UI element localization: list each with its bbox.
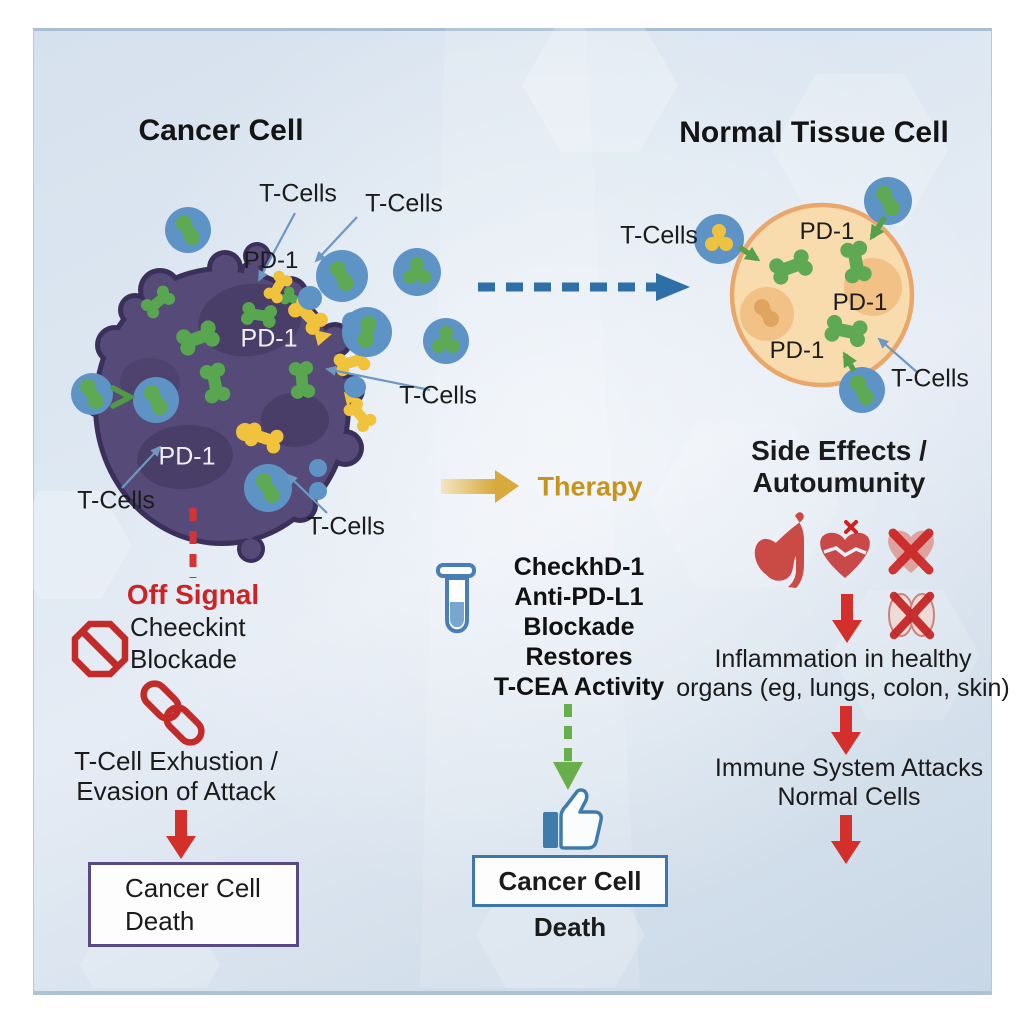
t-cells-label: T-Cells: [77, 486, 155, 515]
test-tube-icon: [436, 563, 476, 634]
crossed-brain-icon: [888, 591, 935, 640]
cancer-cell-death-box-center: Cancer Cell Death: [472, 855, 668, 942]
t-cells-label: T-Cells: [259, 179, 337, 208]
off-signal-label: Off Signal: [126, 578, 260, 610]
inflammation-label: Inflammation in healthy organs (eg, lung…: [676, 645, 1010, 702]
pd1-label: PD-1: [158, 442, 216, 471]
attack-arrow-icon: [737, 215, 888, 373]
t-cell-icons-right: [694, 177, 912, 413]
attack-arrow-icon: [110, 385, 136, 409]
annotation-arrow: [121, 212, 919, 514]
normal-tissue-cell-title: Normal Tissue Cell: [679, 115, 949, 149]
broken-heart-icon: [820, 520, 870, 578]
t-cells-label: T-Cells: [365, 189, 443, 218]
thumbs-up-icon: [543, 788, 603, 850]
pd1-label: PD-1: [240, 324, 298, 353]
pd1-label: PD-1: [799, 218, 855, 246]
normal-tissue-cell-illustration: [694, 177, 915, 413]
t-cell-icons-left: [71, 207, 469, 512]
side-effects-label: Side Effects / Autoumunity: [751, 435, 927, 498]
cancer-cell-death-box-left: Cancer Cell Death: [88, 862, 299, 947]
pd1-label: PD-1: [769, 337, 825, 365]
prohibition-icon: [71, 620, 129, 678]
immune-attack-label: Immune System Attacks Normal Cells: [714, 754, 984, 811]
pd1-label: PD-1: [243, 247, 299, 275]
t-cells-label: T-Cells: [620, 221, 698, 250]
cancer-cell-title: Cancer Cell: [138, 113, 304, 147]
chain-link-icon: [140, 680, 205, 746]
transition-dashed-arrow-icon: [478, 273, 690, 301]
checkpoint-blockade-label: Cheeckint Blockade: [130, 612, 246, 674]
t-cell-exhaustion-label: T-Cell Exhustion / Evasion of Attack: [74, 746, 278, 806]
t-cells-label: T-Cells: [307, 512, 385, 541]
therapy-arrow-icon: [441, 470, 519, 503]
crossed-heart-icon: [888, 528, 934, 575]
t-cells-label: T-Cells: [891, 364, 969, 393]
t-cells-label: T-Cells: [399, 381, 477, 410]
pd1-label: PD-1: [832, 289, 888, 317]
restored-activity-arrow-icon: [553, 704, 583, 790]
pd-l1-ligand-icon: [236, 268, 379, 456]
therapy-description: CheckhD-1 Anti-PD-L1 Blockade Restores T…: [493, 553, 665, 701]
stomach-icon: [754, 512, 804, 588]
therapy-label: Therapy: [537, 471, 643, 502]
